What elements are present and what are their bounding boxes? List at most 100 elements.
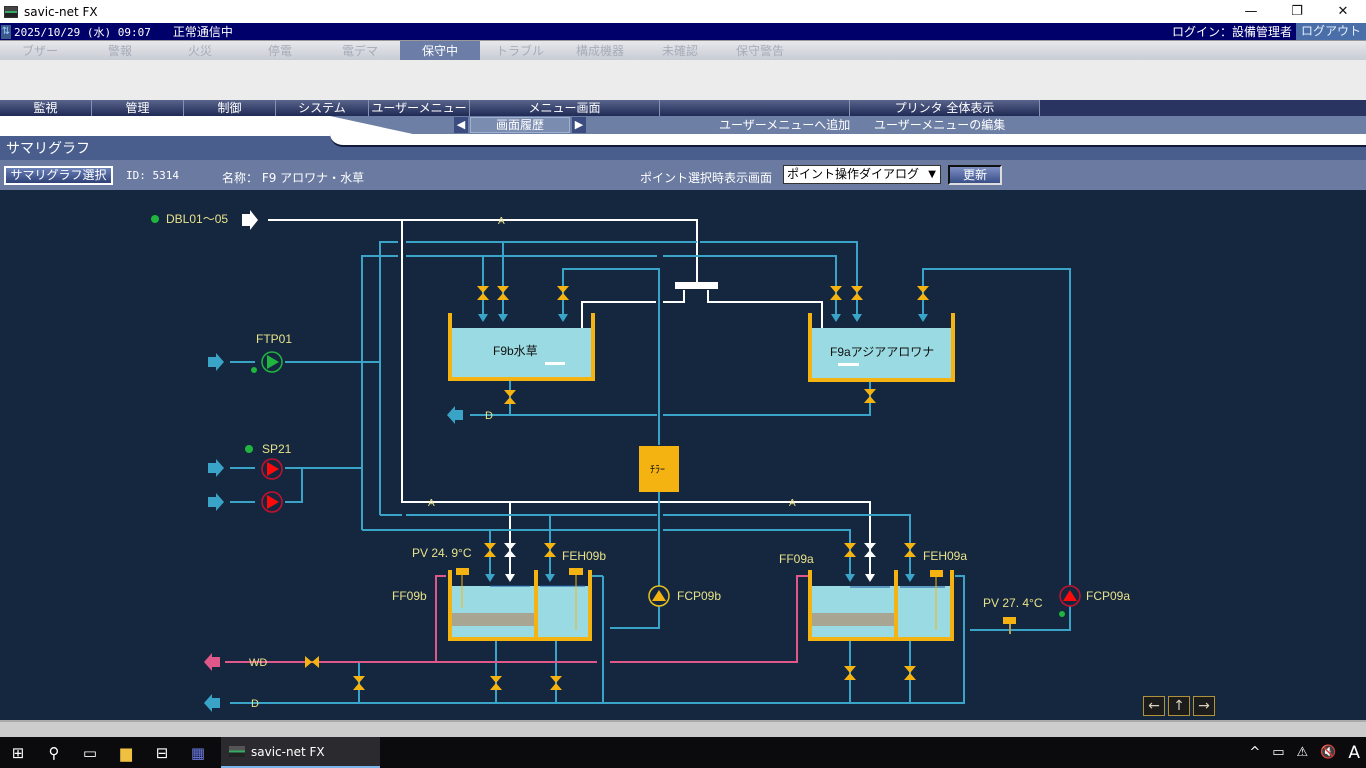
line-wd-label: WD <box>249 657 267 669</box>
tank-f9b[interactable] <box>448 313 595 381</box>
sub-menu-bar: ◀ 画面履歴 ▶ ユーザーメニューへ追加 ユーザーメニューの編集 <box>0 116 1366 134</box>
line-a-label-3: A <box>789 498 796 509</box>
edit-user-menu-link[interactable]: ユーザーメニューの編集 <box>874 118 1006 132</box>
drain-line-wd <box>225 575 808 663</box>
flow-arrows <box>204 210 463 712</box>
file-explorer-icon[interactable]: ▆ <box>120 743 132 762</box>
power-icon[interactable]: ▭ <box>1272 745 1285 760</box>
tank-f9a[interactable] <box>808 313 955 382</box>
alarm-tab-maintenance[interactable]: 保守中 <box>400 41 480 60</box>
menu-control[interactable]: 制御 <box>184 100 276 116</box>
comm-status: 正常通信中 <box>172 25 233 39</box>
login-user: ログイン：設備管理者 <box>1171 25 1292 39</box>
menu-printer-full-display[interactable]: プリンタ 全体表示 <box>850 100 1040 116</box>
temp-sensor-a[interactable] <box>1003 617 1016 624</box>
alarm-tab-fire[interactable]: 火災 <box>187 44 212 58</box>
ftp01-label: FTP01 <box>256 332 292 346</box>
alarm-tab-demand[interactable]: 電デマ <box>341 44 378 58</box>
close-button[interactable]: ✕ <box>1337 4 1349 19</box>
chevron-down-icon: ▼ <box>928 169 936 180</box>
tank-ff09a[interactable] <box>808 570 954 641</box>
status-bar: ⇅ 2025/10/29 (水) 09:07 正常通信中 ログイン：設備管理者 … <box>0 23 1366 40</box>
back-arrow-icon[interactable]: ← <box>1143 696 1165 716</box>
tank-f9b-label: F9b水草 <box>493 344 538 358</box>
chiller[interactable] <box>639 446 679 492</box>
piping-diagram: DBL01～05 FTP01 SP21 A A A D D WD PV 24. … <box>151 210 1130 712</box>
point-display-select[interactable]: ポイント操作ダイアログ ▼ <box>783 165 941 184</box>
history-prev-button[interactable]: ◀ <box>454 117 468 133</box>
taskbar-app-savic[interactable]: savic-net FX <box>221 737 380 768</box>
graph-name: 名称： F9 アロワナ・水草 <box>222 171 365 185</box>
screen-history[interactable]: 画面履歴 <box>470 117 570 133</box>
search-icon[interactable]: ⚲ <box>48 743 60 762</box>
line-d-label: D <box>485 410 493 422</box>
alarm-tab-alarm[interactable]: 警報 <box>107 44 132 58</box>
store-icon[interactable]: ⊟ <box>155 743 169 762</box>
sp21-status-dot <box>245 445 253 453</box>
pv-a-label[interactable]: PV 27. 4°C <box>983 596 1043 610</box>
main-menu: 監視 管理 制御 システム ユーザーメニュー メニュー画面 プリンタ 全体表示 <box>0 100 1366 116</box>
sp21-label: SP21 <box>262 442 292 456</box>
history-next-button[interactable]: ▶ <box>572 117 586 133</box>
savic-app-icon <box>229 746 245 757</box>
menu-monitor[interactable]: 監視 <box>0 100 92 116</box>
menu-manage[interactable]: 管理 <box>92 100 184 116</box>
process-diagram: DBL01～05 FTP01 SP21 A A A D D WD PV 24. … <box>0 190 1366 720</box>
windows-start-icon[interactable]: ⊞ <box>11 743 25 762</box>
pump-fcp09a[interactable] <box>1059 585 1081 607</box>
update-button[interactable]: 更新 <box>948 165 1002 185</box>
graph-id: ID: 5314 <box>126 169 179 182</box>
add-to-user-menu-link[interactable]: ユーザーメニューへ追加 <box>719 118 851 132</box>
alarm-tab-trouble[interactable]: トラブル <box>495 44 544 58</box>
pump-sp21-1[interactable] <box>261 458 283 480</box>
menu-system[interactable]: システム <box>276 100 369 116</box>
ff09a-label[interactable]: FF09a <box>779 552 814 566</box>
alarm-tabs: ブザー 警報 火災 停電 電デマ 保守中 トラブル 構成機器 未確認 保守警告 <box>0 40 1366 60</box>
task-view-icon[interactable]: ▭ <box>82 743 98 762</box>
menu-menu-screen[interactable]: メニュー画面 <box>470 100 660 116</box>
menu-user-menu[interactable]: ユーザーメニュー <box>369 100 470 116</box>
feh09a-label[interactable]: FEH09a <box>923 549 967 563</box>
tank-ff09b[interactable] <box>448 568 592 641</box>
pump-ftp01[interactable] <box>261 351 283 373</box>
logout-button[interactable]: ログアウト <box>1296 23 1366 40</box>
alarm-tab-components[interactable]: 構成機器 <box>575 44 624 58</box>
restore-button[interactable]: ❐ <box>1291 4 1303 19</box>
dbl-status-dot <box>151 215 159 223</box>
ime-indicator[interactable]: A <box>1348 742 1360 763</box>
graph-toolbar: サマリグラフ選択 ID: 5314 名称： F9 アロワナ・水草 ポイント選択時… <box>0 160 1366 190</box>
page-title: サマリグラフ <box>6 141 90 157</box>
page-title-bar: サマリグラフ <box>0 134 1366 160</box>
alarm-tab-buzzer[interactable]: ブザー <box>21 44 58 58</box>
forward-arrow-icon[interactable]: → <box>1193 696 1215 716</box>
ff09b-label[interactable]: FF09b <box>392 589 427 603</box>
pump-sp21-2[interactable] <box>261 491 283 513</box>
taskbar-app-label: savic-net FX <box>251 744 325 759</box>
chevron-up-icon[interactable]: ^ <box>1249 745 1261 760</box>
menu-blank[interactable] <box>660 100 850 116</box>
fcp09a-status-dot <box>1059 611 1065 617</box>
chiller-label: ﾁﾗｰ <box>650 465 665 476</box>
alarm-tab-outage[interactable]: 停電 <box>267 44 292 58</box>
volume-muted-icon[interactable]: 🔇 <box>1320 745 1337 760</box>
alarm-tab-unconfirmed[interactable]: 未確認 <box>661 44 698 58</box>
alarm-tab-maintenance-warning[interactable]: 保守警告 <box>735 44 784 58</box>
line-a-label-2: A <box>428 498 435 509</box>
air-line-a <box>268 219 871 575</box>
horizontal-scrollbar[interactable] <box>0 720 1366 737</box>
fcp09a-label[interactable]: FCP09a <box>1086 589 1130 603</box>
summary-graph-select-button[interactable]: サマリグラフ選択 <box>4 166 113 185</box>
fcp09b-label[interactable]: FCP09b <box>677 589 721 603</box>
pump-fcp09b[interactable] <box>648 585 670 607</box>
minimize-button[interactable]: — <box>1244 4 1258 19</box>
line-d-label-2: D <box>251 698 259 710</box>
app-launcher-icon[interactable]: ▦ <box>190 743 206 762</box>
pv-b-label[interactable]: PV 24. 9°C <box>412 546 472 560</box>
feh09b-label[interactable]: FEH09b <box>562 549 606 563</box>
network-warning-icon[interactable]: ⚠ <box>1296 745 1309 760</box>
datetime: 2025/10/29 (水) 09:07 <box>14 25 151 39</box>
window-title: savic-net FX <box>24 4 98 19</box>
point-display-label: ポイント選択時表示画面 <box>640 171 773 185</box>
up-arrow-icon[interactable]: ↑ <box>1168 696 1190 716</box>
comm-status-icon: ⇅ <box>1 24 11 39</box>
